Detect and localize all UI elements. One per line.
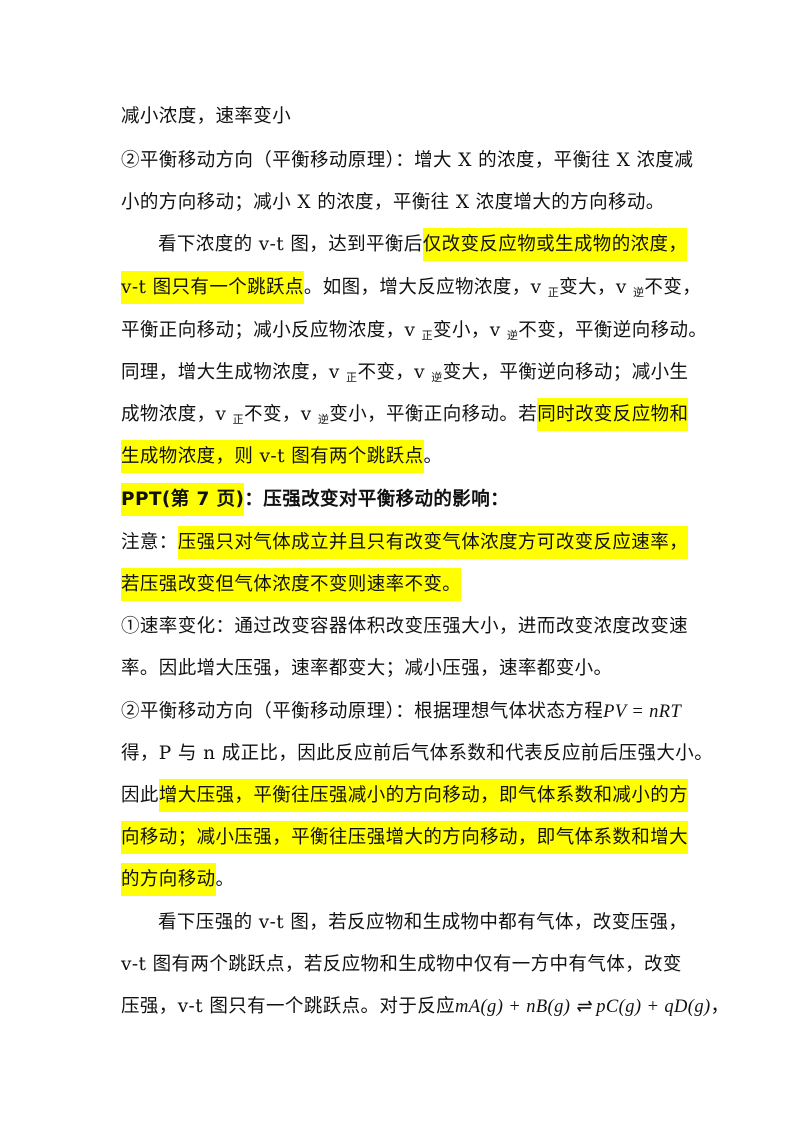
text: 小的方向移动；减小 X 的浓度，平衡往 X 浓度增大的方向移动。 <box>121 192 665 213</box>
text: 变小，平衡正向移动。若 <box>329 404 538 425</box>
paragraph-line: 注意：压强只对气体成立并且只有改变气体浓度方可改变反应速率， <box>121 526 689 559</box>
paragraph-line: ②平衡移动方向（平衡移动原理）：根据理想气体状态方程PV = nRT <box>121 699 681 725</box>
text: 注意： <box>121 532 178 553</box>
paragraph-line: v-t 图只有一个跳跃点。如图，增大反应物浓度，v 正变大，v 逆不变， <box>121 271 702 306</box>
paragraph-line: 成物浓度，v 正不变，v 逆变小，平衡正向移动。若同时改变反应物和 <box>121 398 689 433</box>
text: 变小，v <box>433 320 507 341</box>
highlighted-heading-text: PPT(第 7 页) <box>121 483 245 516</box>
heading-text: ：压强改变对平衡移动的影响： <box>244 489 510 510</box>
paragraph-line: 看下压强的 v-t 图，若反应物和生成物中都有气体，改变压强， <box>158 910 687 936</box>
highlighted-text: 的方向移动 <box>121 863 216 896</box>
text: v-t 图有两个跳跃点，若反应物和生成物中仅有一方中有气体，改变 <box>121 954 682 975</box>
text: 压强，v-t 图只有一个跳跃点。对于反应 <box>121 996 456 1017</box>
text: 得，P 与 n 成正比，因此反应前后气体系数和代表反应前后压强大小。 <box>121 743 714 764</box>
highlighted-text: 增大压强，平衡往压强减小的方向移动，即气体系数和减小的方 <box>158 779 689 812</box>
text: ②平衡移动方向（平衡移动原理）：增大 X 的浓度，平衡往 X 浓度减 <box>121 150 694 171</box>
subscript: 逆 <box>317 413 330 426</box>
text: 成物浓度，v <box>121 404 233 425</box>
text: 。 <box>423 446 443 467</box>
highlighted-text: 向移动；减小压强，平衡往压强增大的方向移动，即气体系数和增大 <box>121 821 689 854</box>
text: 减小浓度，速率变小 <box>121 106 292 127</box>
highlighted-text: 生成物浓度，则 v-t 图有两个跳跃点 <box>121 440 424 473</box>
text: 看下浓度的 v-t 图，达到平衡后 <box>158 234 423 255</box>
highlighted-text: 若压强改变但气体浓度不变则速率不变。 <box>121 568 462 601</box>
paragraph-line: 小的方向移动；减小 X 的浓度，平衡往 X 浓度增大的方向移动。 <box>121 190 665 216</box>
paragraph-line: 看下浓度的 v-t 图，达到平衡后仅改变反应物或生成物的浓度， <box>158 228 688 261</box>
paragraph-line: ①速率变化：通过改变容器体积改变压强大小，进而改变浓度改变速 <box>121 614 688 640</box>
paragraph-line: ②平衡移动方向（平衡移动原理）：增大 X 的浓度，平衡往 X 浓度减 <box>121 148 693 174</box>
text: ， <box>710 996 730 1017</box>
text: 。如图，增大反应物浓度，v <box>303 277 548 298</box>
paragraph-line: 平衡正向移动；减小反应物浓度，v 正变小，v 逆不变，平衡逆向移动。 <box>121 318 707 349</box>
text: ②平衡移动方向（平衡移动原理）：根据理想气体状态方程 <box>121 701 604 722</box>
text: 看下压强的 v-t 图，若反应物和生成物中都有气体，改变压强， <box>158 912 688 933</box>
text: 率。因此增大压强，速率都变大；减小压强，速率都变小。 <box>121 658 613 679</box>
highlighted-text: v-t 图只有一个跳跃点 <box>121 271 304 304</box>
paragraph-line: 的方向移动。 <box>121 863 235 896</box>
highlighted-text: 压强只对气体成立并且只有改变气体浓度方可改变反应速率， <box>177 526 689 559</box>
subscript: 正 <box>421 329 434 342</box>
text: 平衡正向移动；减小反应物浓度，v <box>121 320 422 341</box>
subscript: 逆 <box>633 286 645 299</box>
highlighted-text: 同时改变反应物和 <box>537 398 689 431</box>
text: ①速率变化：通过改变容器体积改变压强大小，进而改变浓度改变速 <box>121 616 689 637</box>
text: 变大，v <box>559 277 634 298</box>
paragraph-line: 向移动；减小压强，平衡往压强增大的方向移动，即气体系数和增大 <box>121 821 689 854</box>
text: 同理，增大生成物浓度，v <box>121 362 347 383</box>
paragraph-line: v-t 图有两个跳跃点，若反应物和生成物中仅有一方中有气体，改变 <box>121 952 682 978</box>
text: 不变，v <box>244 404 318 425</box>
paragraph-line: 率。因此增大压强，速率都变大；减小压强，速率都变小。 <box>121 656 612 682</box>
formula: mA(g) + nB(g) ⇌ pC(g) + qD(g) <box>455 997 711 1017</box>
text: 变大，平衡逆向移动；减小生 <box>442 362 689 383</box>
paragraph-line: 减小浓度，速率变小 <box>121 104 291 130</box>
text: 不变，平衡逆向移动。 <box>518 320 708 341</box>
formula: PV = nRT <box>603 702 682 722</box>
subscript: 正 <box>232 413 245 426</box>
paragraph-line: 得，P 与 n 成正比，因此反应前后气体系数和代表反应前后压强大小。 <box>121 741 713 767</box>
subscript: 正 <box>346 371 358 384</box>
subscript: 正 <box>547 286 560 299</box>
subscript: 逆 <box>506 329 519 342</box>
paragraph-line: 因此增大压强，平衡往压强减小的方向移动，即气体系数和减小的方 <box>121 779 689 812</box>
text: 。 <box>215 869 235 890</box>
text: 因此 <box>121 785 159 806</box>
paragraph-line: 若压强改变但气体浓度不变则速率不变。 <box>121 568 462 601</box>
subscript: 逆 <box>431 371 443 384</box>
text: 不变， <box>644 277 702 298</box>
section-heading: PPT(第 7 页)：压强改变对平衡移动的影响： <box>121 483 510 516</box>
text: 不变，v <box>357 362 432 383</box>
highlighted-text: 仅改变反应物或生成物的浓度， <box>422 228 688 261</box>
paragraph-line: 同理，增大生成物浓度，v 正不变，v 逆变大，平衡逆向移动；减小生 <box>121 360 688 391</box>
paragraph-line: 压强，v-t 图只有一个跳跃点。对于反应mA(g) + nB(g) ⇌ pC(g… <box>121 994 729 1020</box>
paragraph-line: 生成物浓度，则 v-t 图有两个跳跃点。 <box>121 440 443 473</box>
